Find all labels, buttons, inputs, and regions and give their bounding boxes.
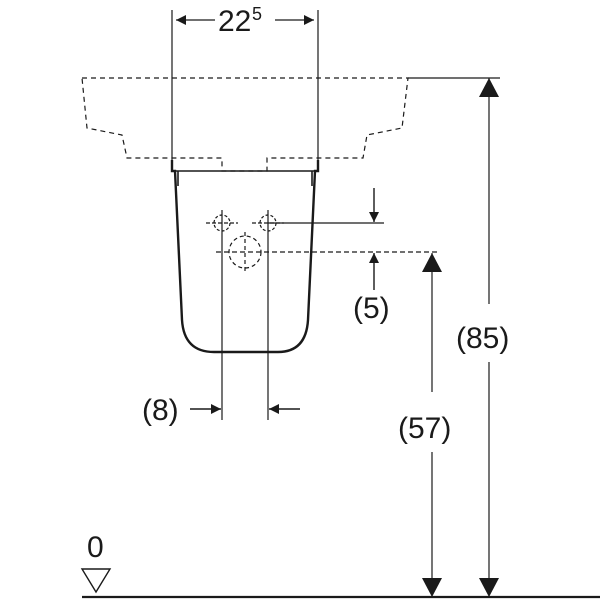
top-width-superscript: 5 bbox=[252, 4, 262, 24]
floor-level-triangle-icon bbox=[80, 568, 112, 594]
left-offset-value: (8) bbox=[142, 394, 179, 427]
dimension-drop: (5) bbox=[268, 188, 390, 325]
top-width-value: 22 bbox=[218, 5, 251, 38]
total-height-value: (85) bbox=[456, 322, 509, 355]
drop-value: (5) bbox=[353, 292, 390, 325]
dimension-top-width: 22 5 bbox=[171, 4, 319, 160]
dimension-left-offset: (8) bbox=[142, 210, 300, 427]
semi-pedestal bbox=[170, 160, 320, 354]
dimension-outlet-height: (57) bbox=[398, 253, 451, 597]
floor-level-value: 0 bbox=[87, 531, 104, 564]
outlet-height-value: (57) bbox=[398, 412, 451, 445]
drain-circle bbox=[216, 232, 440, 272]
dimension-total-height: (85) bbox=[408, 77, 509, 597]
washbasin-outline bbox=[81, 77, 409, 172]
